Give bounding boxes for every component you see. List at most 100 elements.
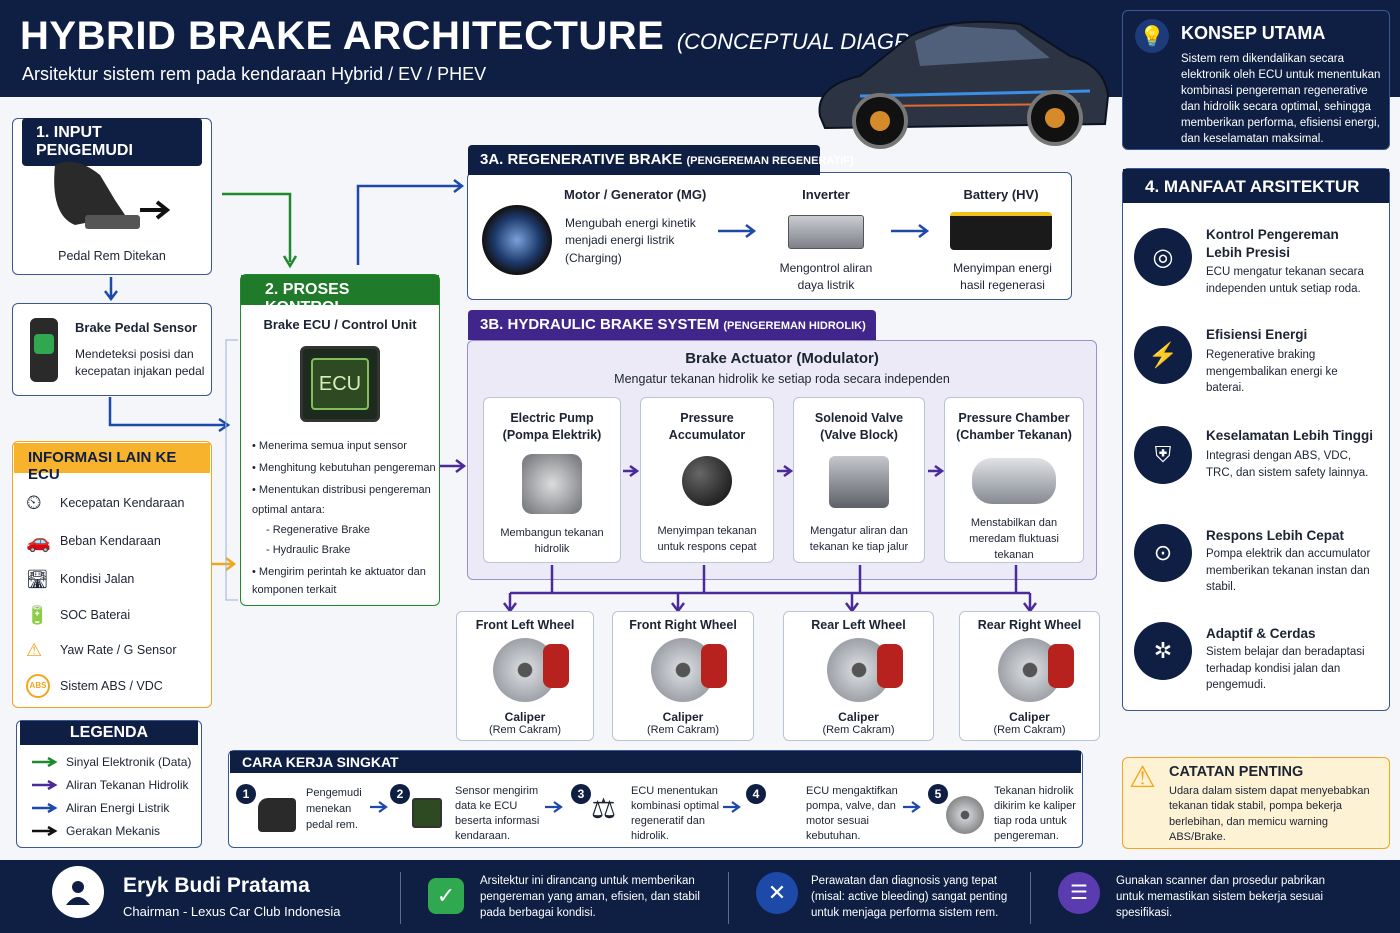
info-item-yaw: ⚠Yaw Rate / G Sensor [26,639,177,660]
motor-generator-icon [482,205,552,275]
step-number: 1 [236,784,256,804]
cara-step-4: 4 ECU mengaktifkan pompa, valve, dan mot… [746,784,916,842]
step-number: 2 [390,784,410,804]
arrow-motor-inverter [718,224,757,238]
footer-note-2: Perawatan dan diagnosis yang tepat (misa… [811,875,1008,920]
page-subtitle: Arsitektur sistem rem pada kendaraan Hyb… [22,64,487,84]
info-item-soc: 🔋SOC Baterai [26,604,131,625]
info-item-speed: ⏲Kecepatan Kendaraan [26,491,185,514]
manfaat-item-3: ⛨ Keselamatan Lebih Tinggi Integrasi den… [1134,422,1384,512]
arrow-inverter-battery [891,224,930,238]
black-arrow-icon [32,825,58,836]
car-icon: 🚗 [26,530,51,553]
author-name: Eryk Budi Pratama [123,874,310,897]
inverter-title: Inverter [802,187,850,202]
pedal-label: Pedal Rem Ditekan [58,249,166,263]
road-icon: 🛣 [26,568,49,589]
avatar-icon [52,866,104,918]
electric-pump-card: Electric Pump(Pompa Elektrik) Membangun … [483,397,621,563]
regen-title: 3A. REGENERATIVE BRAKE (PENGEREMAN REGEN… [468,145,854,175]
wrench-icon: ✕ [756,872,798,914]
cara-arrows [370,801,921,813]
clipboard-icon: ☰ [1058,872,1100,914]
kontrol-unit: Brake ECU / Control Unit [263,317,417,332]
footer-note-1: Arsitektur ini dirancang untuk memberika… [480,875,700,920]
ecu-icon [412,798,442,828]
kontrol-bullet-3: • Menentukan distribusi pengereman optim… [252,484,431,516]
brake-disc-icon [997,638,1074,702]
cara-step-5: 5 Tekanan hidrolik dikirim ke kaliper ti… [928,784,1078,842]
footer-divider [728,872,729,924]
konsep-text: Sistem rem dikendalikan secara elektroni… [1181,53,1381,146]
hv-battery-icon [950,212,1052,250]
info-list: ⏲Kecepatan Kendaraan 🚗Beban Kendaraan 🛣K… [26,484,206,704]
battery-text: Menyimpan energi hasil regenerasi [953,261,1052,293]
step-number: 5 [928,784,948,804]
inverter-text: Mengontrol aliran daya listrik [779,261,873,293]
cara-title: CARA KERJA SINGKAT [230,751,1081,773]
brake-disc-icon [493,638,569,702]
solenoid-valve-card: Solenoid Valve(Valve Block) Mengatur ali… [793,397,925,563]
brake-disc-icon [826,638,903,702]
manfaat-item-4: ⊙ Respons Lebih Cepat Pompa elektrik dan… [1134,522,1384,612]
kontrol-bullet-3a: - Regenerative Brake [266,523,370,536]
manfaat-item-5: ✲ Adaptif & Cerdas Sistem belajar dan be… [1134,620,1384,710]
footer [0,860,1400,933]
accumulator-icon [682,455,732,506]
konsep-panel: 💡 KONSEP UTAMA Sistem rem dikendalikan s… [1122,10,1390,150]
pressure-chamber-icon [972,457,1056,504]
flow-lines [108,179,467,601]
inverter-icon [788,215,864,249]
brake-disc-icon [651,638,727,702]
info-title: INFORMASI LAIN KE ECU [14,443,210,483]
battery-title: Battery (HV) [963,187,1039,202]
motor-title: Motor / Generator (MG) [564,187,707,202]
pressure-chamber-card: Pressure Chamber(Chamber Tekanan) Mensta… [944,397,1084,563]
footer-divider [400,872,401,924]
hydraulic-title: 3B. HYDRAULIC BRAKE SYSTEM (PENGEREMAN H… [468,310,876,340]
brain-icon: ✲ [1134,622,1192,680]
catatan-panel: ⚠ CATATAN PENTING Udara dalam sistem dap… [1122,757,1390,849]
info-item-load: 🚗Beban Kendaraan [26,530,161,553]
legend-item-electric: Aliran Energi Listrik [30,796,191,819]
kontrol-bullet-2: • Menghitung kebutuhan pengereman [252,461,436,474]
energy-icon: ⚡ [1134,326,1192,384]
ecu-chip-icon: ECU [300,346,380,422]
valve-block-icon [829,455,889,508]
electric-pump-icon [522,453,582,514]
manfaat-title: 4. MANFAAT ARSITEKTUR [1123,169,1389,203]
step-number: 4 [746,784,766,804]
brake-disc-small-icon [946,796,984,834]
pedal-icon [258,798,296,832]
car-illustration [818,20,1110,149]
kontrol-bullet-4: • Mengirim perintah ke aktuator dan komp… [252,566,426,596]
purple-arrow-icon [32,779,58,790]
konsep-title: KONSEP UTAMA [1181,23,1326,43]
footer-divider [1030,872,1031,924]
caliper-icon [543,644,569,688]
manfaat-item-1: ◎ Kontrol Pengereman Lebih Presisi ECU m… [1134,220,1384,310]
sensor-icon [30,318,58,382]
kontrol-bullet-3b: - Hydraulic Brake [266,543,351,556]
kontrol-title: 2. PROSES KONTROL [241,275,439,316]
shield-check-icon: ✓ [428,878,464,914]
yaw-sensor-icon: ⚠ [26,639,43,660]
legend-item-hydraulic: Aliran Tekanan Hidrolik [30,773,191,796]
arrow-down-1 [104,277,118,302]
lightbulb-icon: 💡 [1135,19,1169,53]
catatan-title: CATATAN PENTING [1169,764,1304,780]
wheel-rear-right: Rear Right Wheel Caliper (Rem Cakram) [959,611,1100,741]
legend-item-data: Sinyal Elektronik (Data) [30,750,191,773]
kontrol-panel [240,274,440,606]
kontrol-bullets: • Menerima semua input sensor • Menghitu… [252,438,436,600]
manfaat-item-2: ⚡ Efisiensi Energi Regenerative braking … [1134,322,1384,412]
wheel-front-left: Front Left Wheel Caliper (Rem Cakram) [456,611,594,741]
wheel-distribution-lines [503,565,1037,614]
hydraulic-arrows [623,464,945,478]
legend-item-mechanical: Gerakan Mekanis [30,819,191,842]
cara-step-2: 2 Sensor mengirim data ke ECU beserta in… [390,784,560,842]
step-number: 3 [571,784,591,804]
sensor-title: Brake Pedal Sensor [75,320,198,335]
sensor-text: Mendeteksi posisi dan kecepatan injakan … [75,347,205,379]
